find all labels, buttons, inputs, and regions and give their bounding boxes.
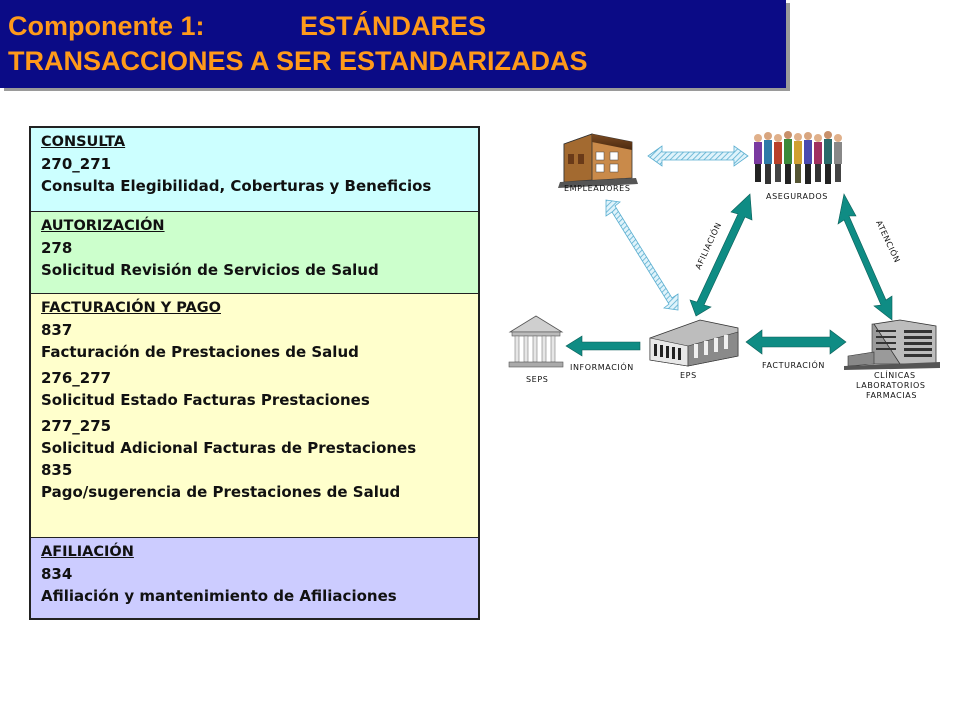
title-line-2: TRANSACCIONES A SER ESTANDARIZADAS (8, 46, 588, 76)
eps-building-icon (649, 319, 739, 367)
transaction-code: 276_277 (41, 369, 112, 387)
transaction-desc: Solicitud Revisión de Servicios de Salud (41, 261, 379, 279)
edge-label-atencion: ATENCIÓN (874, 218, 903, 264)
transaction-code: 270_271 (41, 155, 112, 173)
transaction-desc: Afiliación y mantenimiento de Afiliacion… (41, 587, 397, 605)
section-title: FACTURACIÓN Y PAGO (41, 300, 221, 316)
node-label-farmacias: FARMACIAS (866, 391, 917, 400)
node-label-eps: EPS (680, 371, 697, 380)
section-afiliacion: AFILIACIÓN 834 Afiliación y mantenimient… (31, 538, 478, 618)
section-title: CONSULTA (41, 134, 126, 150)
facturacion-arrow (745, 329, 847, 355)
empleadores-asegurados-arrow (647, 145, 749, 167)
title-line-1: Componente 1: ESTÁNDARES (8, 11, 486, 41)
empleadores-building-icon (558, 133, 638, 188)
afiliacion-arrow (689, 193, 753, 317)
transaction-code: 835 (41, 461, 73, 479)
asegurados-people-icon (754, 131, 842, 184)
node-label-clinicas: CLÍNICAS (874, 369, 916, 380)
transaction-desc: Pago/sugerencia de Prestaciones de Salud (41, 483, 401, 501)
transaction-code: 277_275 (41, 417, 112, 435)
transaction-desc: Facturación de Prestaciones de Salud (41, 343, 359, 361)
section-title: AFILIACIÓN (41, 544, 134, 560)
seps-building-icon (508, 315, 564, 368)
section-consulta: CONSULTA 270_271 Consulta Elegibilidad, … (31, 128, 478, 212)
clinicas-building-icon (844, 319, 940, 370)
transaction-code: 834 (41, 565, 73, 583)
transactions-table: CONSULTA 270_271 Consulta Elegibilidad, … (29, 126, 480, 620)
standards-label: ESTÁNDARES (300, 11, 487, 41)
atencion-arrow (837, 193, 893, 321)
node-label-asegurados: ASEGURADOS (766, 192, 828, 201)
section-facturacion-pago: FACTURACIÓN Y PAGO 837 Facturación de Pr… (31, 294, 478, 538)
transaction-desc: Solicitud Adicional Facturas de Prestaci… (41, 439, 417, 457)
transaction-code: 837 (41, 321, 73, 339)
component-label: Componente 1: (8, 11, 205, 41)
flow-diagram: EMPLEADORES ASEGURADOS AFILIACIÓN ATENCI… (508, 131, 940, 400)
section-autorizacion: AUTORIZACIÓN 278 Solicitud Revisión de S… (31, 212, 478, 294)
empleadores-eps-arrow (605, 199, 679, 311)
transaction-desc: Consulta Elegibilidad, Coberturas y Bene… (41, 177, 432, 195)
section-title: AUTORIZACIÓN (41, 218, 165, 234)
node-label-empleadores: EMPLEADORES (564, 184, 631, 193)
edge-label-informacion: INFORMACIÓN (570, 361, 634, 372)
transaction-desc: Solicitud Estado Facturas Prestaciones (41, 391, 370, 409)
edge-label-facturacion: FACTURACIÓN (762, 359, 825, 370)
node-label-laboratorios: LABORATORIOS (856, 381, 926, 390)
title-banner: Componente 1: ESTÁNDARES TRANSACCIONES A … (0, 0, 786, 88)
node-label-seps: SEPS (526, 375, 548, 384)
transaction-code: 278 (41, 239, 73, 257)
informacion-arrow (565, 335, 641, 357)
